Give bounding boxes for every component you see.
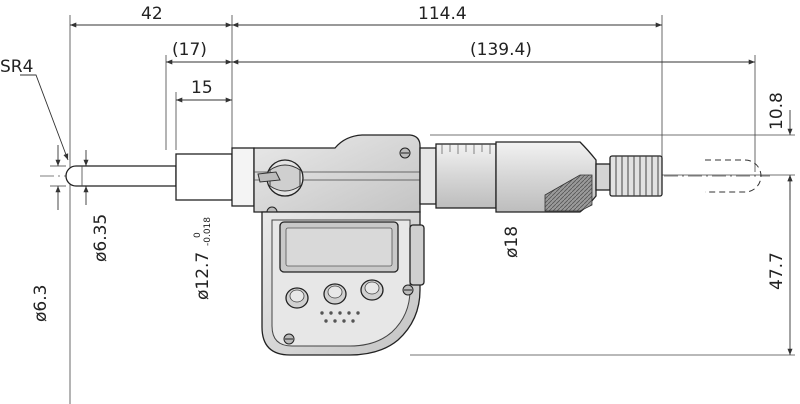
button-right[interactable] bbox=[360, 279, 384, 301]
extension-lines bbox=[69, 15, 795, 404]
thimble bbox=[419, 141, 597, 213]
dim-dia-6-35: ø6.35 bbox=[91, 214, 111, 262]
dim-sr4: SR4 bbox=[0, 57, 33, 77]
dim-10-8: 10.8 bbox=[767, 92, 787, 130]
button-middle[interactable] bbox=[323, 283, 347, 305]
dim-47-7: 47.7 bbox=[767, 252, 787, 290]
dim-dia-12-7: ø12.7 bbox=[193, 252, 213, 300]
dim-42: 42 bbox=[141, 4, 163, 24]
dim-tolerance-lower: -0.018 bbox=[203, 217, 213, 246]
dim-17: (17) bbox=[172, 40, 207, 60]
ratchet bbox=[595, 155, 663, 197]
speaker-grille bbox=[320, 311, 360, 323]
dim-114-4: 114.4 bbox=[418, 4, 467, 24]
hidden-spindle-outline bbox=[705, 159, 762, 193]
dim-tolerance-upper: 0 bbox=[193, 232, 203, 238]
dim-15: 15 bbox=[191, 78, 213, 98]
stem-sleeve bbox=[175, 147, 255, 207]
dimension-labels: 42 114.4 (17) (139.4) 15 SR4 10.8 47.7 ø… bbox=[0, 4, 787, 322]
button-left[interactable] bbox=[285, 287, 309, 309]
spindle bbox=[65, 165, 177, 187]
dim-139-4: (139.4) bbox=[470, 40, 532, 60]
dim-dia-18: ø18 bbox=[502, 226, 522, 258]
main-body bbox=[253, 134, 421, 218]
dim-dia-6-3: ø6.3 bbox=[31, 285, 51, 322]
display-housing bbox=[261, 211, 425, 356]
dimension-lines bbox=[20, 22, 793, 355]
